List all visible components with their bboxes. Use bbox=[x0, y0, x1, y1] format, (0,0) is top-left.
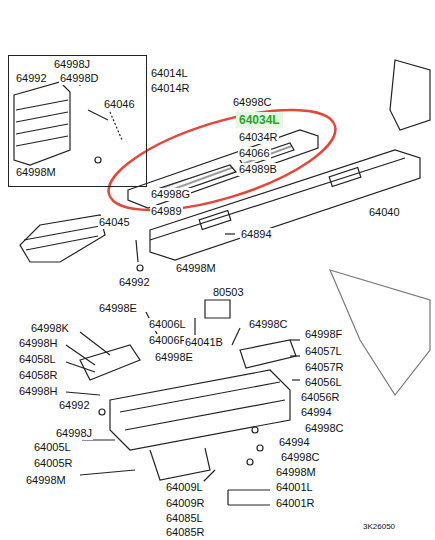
callout-number: 64058R bbox=[18, 369, 59, 382]
inset-box: 64998J 64992 64998D64046 64998M bbox=[8, 55, 147, 187]
callout-number: 64998C bbox=[304, 422, 345, 435]
callout-number: 64046 bbox=[103, 98, 136, 111]
callout-number: 64056L bbox=[304, 376, 343, 389]
callout-number: 64057L bbox=[304, 345, 343, 358]
callout-number: 64041B bbox=[184, 336, 224, 349]
callout-number: 64998M bbox=[275, 466, 317, 479]
callout-number: 64998C bbox=[280, 451, 321, 464]
callout-number: 64006L bbox=[148, 318, 187, 331]
callout-number: 64998F bbox=[304, 328, 343, 341]
callout-number: 64014L bbox=[150, 67, 189, 80]
callout-number: 64998D bbox=[59, 72, 100, 85]
callout-number: 64998E bbox=[154, 351, 194, 364]
callout-number: 64034R bbox=[238, 131, 279, 144]
callout-number: 64994 bbox=[300, 406, 333, 419]
callout-number: 64992 bbox=[118, 276, 151, 289]
callout-number: 64066 bbox=[238, 147, 271, 160]
callout-number: 64998M bbox=[175, 262, 217, 275]
callout-number: 64989 bbox=[150, 205, 183, 218]
callout-number: 64998G bbox=[150, 188, 191, 201]
callout-number: 64998C bbox=[248, 318, 289, 331]
callout-number: 64998J bbox=[55, 427, 93, 440]
callout-number: 64998J bbox=[53, 58, 91, 71]
callout-number: 64014R bbox=[150, 82, 191, 95]
callout-number: 64998C bbox=[232, 96, 273, 109]
callout-number: 64009L bbox=[165, 481, 204, 494]
callout-number: 64040 bbox=[368, 206, 401, 219]
callout-number: 64009R bbox=[165, 497, 206, 510]
callout-number: 64998K bbox=[30, 322, 70, 335]
callout-number: 64085L bbox=[165, 512, 204, 525]
callout-number: 64001R bbox=[275, 497, 316, 510]
callout-number: 64006R bbox=[148, 334, 189, 347]
callout-number: 64045 bbox=[98, 216, 131, 229]
callout-number: 64992 bbox=[15, 72, 48, 85]
callout-number: 64085R bbox=[165, 526, 206, 539]
callout-number: 64058L bbox=[18, 353, 57, 366]
callout-number: 64001L bbox=[275, 481, 314, 494]
callout-number: 64989B bbox=[238, 163, 278, 176]
callout-number: 64998E bbox=[98, 302, 138, 315]
callout-number: 64005R bbox=[33, 457, 74, 470]
callout-number: 64992 bbox=[58, 399, 91, 412]
callout-number: 64057R bbox=[304, 361, 345, 374]
callout-number: 64998M bbox=[25, 474, 67, 487]
drawing-code: 3K26050 bbox=[362, 522, 396, 532]
callout-number: 64005L bbox=[33, 441, 72, 454]
callout-number: 64994 bbox=[278, 436, 311, 449]
highlight-box: 64034L bbox=[236, 112, 283, 128]
callout-number: 64034L bbox=[239, 113, 280, 127]
callout-number: 64998H bbox=[18, 337, 59, 350]
callout-number: 64998M bbox=[15, 166, 57, 179]
callout-number: 64894 bbox=[240, 228, 273, 241]
callout-number: 64998H bbox=[18, 385, 59, 398]
callout-number: 80503 bbox=[212, 286, 245, 299]
callout-number: 64056R bbox=[300, 391, 341, 404]
